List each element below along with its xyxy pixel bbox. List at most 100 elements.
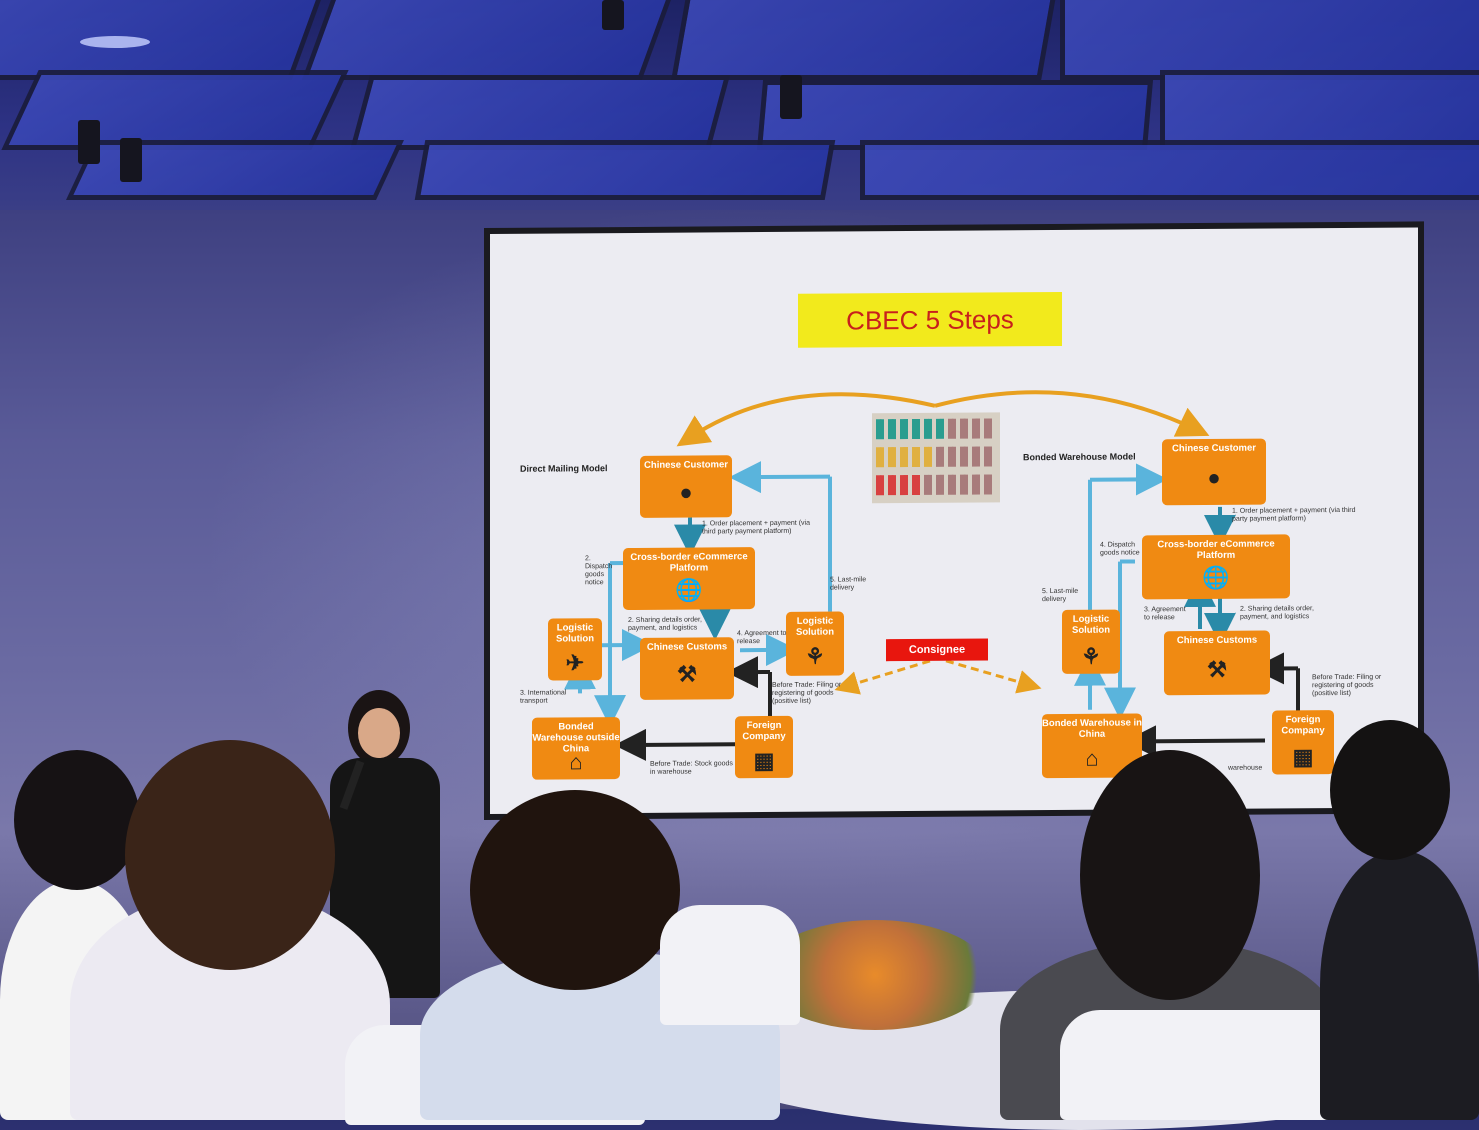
box-label: Foreign Company bbox=[735, 720, 793, 742]
consignee-label: Consignee bbox=[886, 638, 988, 661]
person-icon bbox=[924, 475, 932, 495]
ceiling-panel bbox=[1060, 0, 1479, 80]
step-note: Before Trade: Filing or registering of g… bbox=[1312, 674, 1392, 699]
right-model-label: Bonded Warehouse Model bbox=[1023, 451, 1136, 462]
audience-head bbox=[1080, 750, 1260, 1000]
audience-head bbox=[14, 750, 140, 890]
step-note: 4. Agreement to release bbox=[737, 630, 789, 646]
person-icon bbox=[960, 419, 968, 439]
box-label: Chinese Customer bbox=[1172, 443, 1256, 455]
right-customs-box: Chinese Customs ⚒ bbox=[1164, 631, 1270, 696]
person-icon bbox=[936, 475, 944, 495]
arrow bbox=[1140, 741, 1265, 742]
person-icon bbox=[972, 419, 980, 439]
person-icon bbox=[936, 447, 944, 467]
left-customer-box: Chinese Customer ● bbox=[640, 455, 732, 518]
left-customs-box: Chinese Customs ⚒ bbox=[640, 637, 734, 700]
step-note: Before Trade: Filing or registering of g… bbox=[772, 681, 852, 706]
delivery-icon: ⚘ bbox=[1081, 646, 1101, 668]
spotlight bbox=[602, 0, 624, 30]
globe-icon: 🌐 bbox=[1202, 567, 1229, 589]
step-note: Before Trade: Stock goods in warehouse bbox=[650, 760, 740, 777]
warehouse-icon: ⌂ bbox=[569, 751, 582, 773]
ceiling-panel bbox=[0, 0, 328, 80]
step-note: 4. Dispatch goods notice bbox=[1100, 541, 1140, 557]
arrow bbox=[630, 744, 735, 745]
person-icon bbox=[960, 475, 968, 495]
ceiling-panel bbox=[671, 0, 1059, 80]
step-note: 2. Dispatch goods notice bbox=[585, 555, 619, 587]
person-icon bbox=[948, 419, 956, 439]
right-logistic-box: Logistic Solution ⚘ bbox=[1062, 610, 1120, 674]
audience-head bbox=[470, 790, 680, 990]
left-logistic-delivery-box: Logistic Solution ⚘ bbox=[786, 611, 844, 675]
chair bbox=[660, 905, 800, 1025]
audience-head bbox=[125, 740, 335, 970]
person-icon bbox=[900, 419, 908, 439]
person-icon bbox=[912, 447, 920, 467]
spotlight bbox=[120, 138, 142, 182]
arrow bbox=[745, 477, 830, 478]
right-platform-box: Cross-border eCommerce Platform 🌐 bbox=[1142, 534, 1290, 599]
person-icon bbox=[972, 475, 980, 495]
ceiling-panel bbox=[1160, 70, 1479, 150]
projection-screen: CBEC 5 Steps bbox=[484, 221, 1424, 820]
step-note: warehouse bbox=[1228, 764, 1288, 772]
ceiling-panel bbox=[66, 140, 404, 200]
box-label: Bonded Warehouse in China bbox=[1042, 717, 1142, 740]
ceiling-panel bbox=[860, 140, 1479, 200]
step-note: 2. Sharing details order, payment, and l… bbox=[1240, 605, 1330, 622]
left-logistic-box: Logistic Solution ✈ bbox=[548, 618, 602, 680]
step-note: 3. International transport bbox=[520, 689, 572, 705]
building-icon: ▦ bbox=[754, 750, 775, 772]
person-icon bbox=[972, 447, 980, 467]
consignee-arrow bbox=[846, 661, 930, 687]
person-icon bbox=[876, 475, 884, 495]
delivery-icon: ⚘ bbox=[805, 646, 825, 668]
audience-head bbox=[1330, 720, 1450, 860]
box-label: Foreign Company bbox=[1272, 714, 1334, 736]
person-icon bbox=[984, 418, 992, 438]
ceiling-light bbox=[80, 36, 150, 48]
box-label: Cross-border eCommerce Platform bbox=[623, 551, 755, 574]
left-platform-box: Cross-border eCommerce Platform 🌐 bbox=[623, 547, 755, 610]
person-icon bbox=[948, 447, 956, 467]
box-label: Logistic Solution bbox=[1062, 614, 1120, 636]
person-icon bbox=[900, 447, 908, 467]
left-warehouse-box: Bonded Warehouse outside China ⌂ bbox=[532, 717, 620, 780]
speaker-face bbox=[358, 708, 400, 758]
left-foreign-company-box: Foreign Company ▦ bbox=[735, 716, 793, 778]
step-note: 2. Sharing details order, payment, and l… bbox=[628, 616, 720, 633]
ceiling-panel bbox=[1, 70, 348, 150]
spotlight bbox=[78, 120, 100, 164]
ceiling bbox=[0, 0, 1479, 210]
box-label: Logistic Solution bbox=[786, 615, 844, 637]
consumer-population-graphic bbox=[872, 412, 1000, 503]
audience-member bbox=[1320, 850, 1479, 1120]
slide: CBEC 5 Steps bbox=[490, 227, 1418, 813]
box-label: Chinese Customs bbox=[640, 641, 734, 653]
person-icon bbox=[984, 446, 992, 466]
airplane-icon: ✈ bbox=[566, 652, 584, 674]
globe-icon: 🌐 bbox=[675, 579, 702, 601]
person-icon bbox=[888, 475, 896, 495]
customs-officer-icon: ⚒ bbox=[677, 664, 697, 686]
box-label: Chinese Customer bbox=[644, 459, 728, 471]
person-icon bbox=[876, 419, 884, 439]
person-icon bbox=[912, 475, 920, 495]
customs-officer-icon: ⚒ bbox=[1207, 659, 1227, 681]
person-icon: ● bbox=[1207, 467, 1220, 489]
person-icon bbox=[912, 419, 920, 439]
box-label: Logistic Solution bbox=[548, 622, 602, 644]
step-note: 3. Agreement to release bbox=[1144, 606, 1192, 622]
ceiling-panel bbox=[415, 140, 836, 200]
box-label: Chinese Customs bbox=[1164, 635, 1270, 647]
person-icon bbox=[936, 419, 944, 439]
person-icon bbox=[984, 474, 992, 494]
person-icon bbox=[888, 419, 896, 439]
person-icon bbox=[948, 475, 956, 495]
step-note: 5. Last-mile delivery bbox=[1042, 588, 1086, 604]
person-icon bbox=[900, 475, 908, 495]
person-icon bbox=[924, 419, 932, 439]
person-icon bbox=[960, 447, 968, 467]
